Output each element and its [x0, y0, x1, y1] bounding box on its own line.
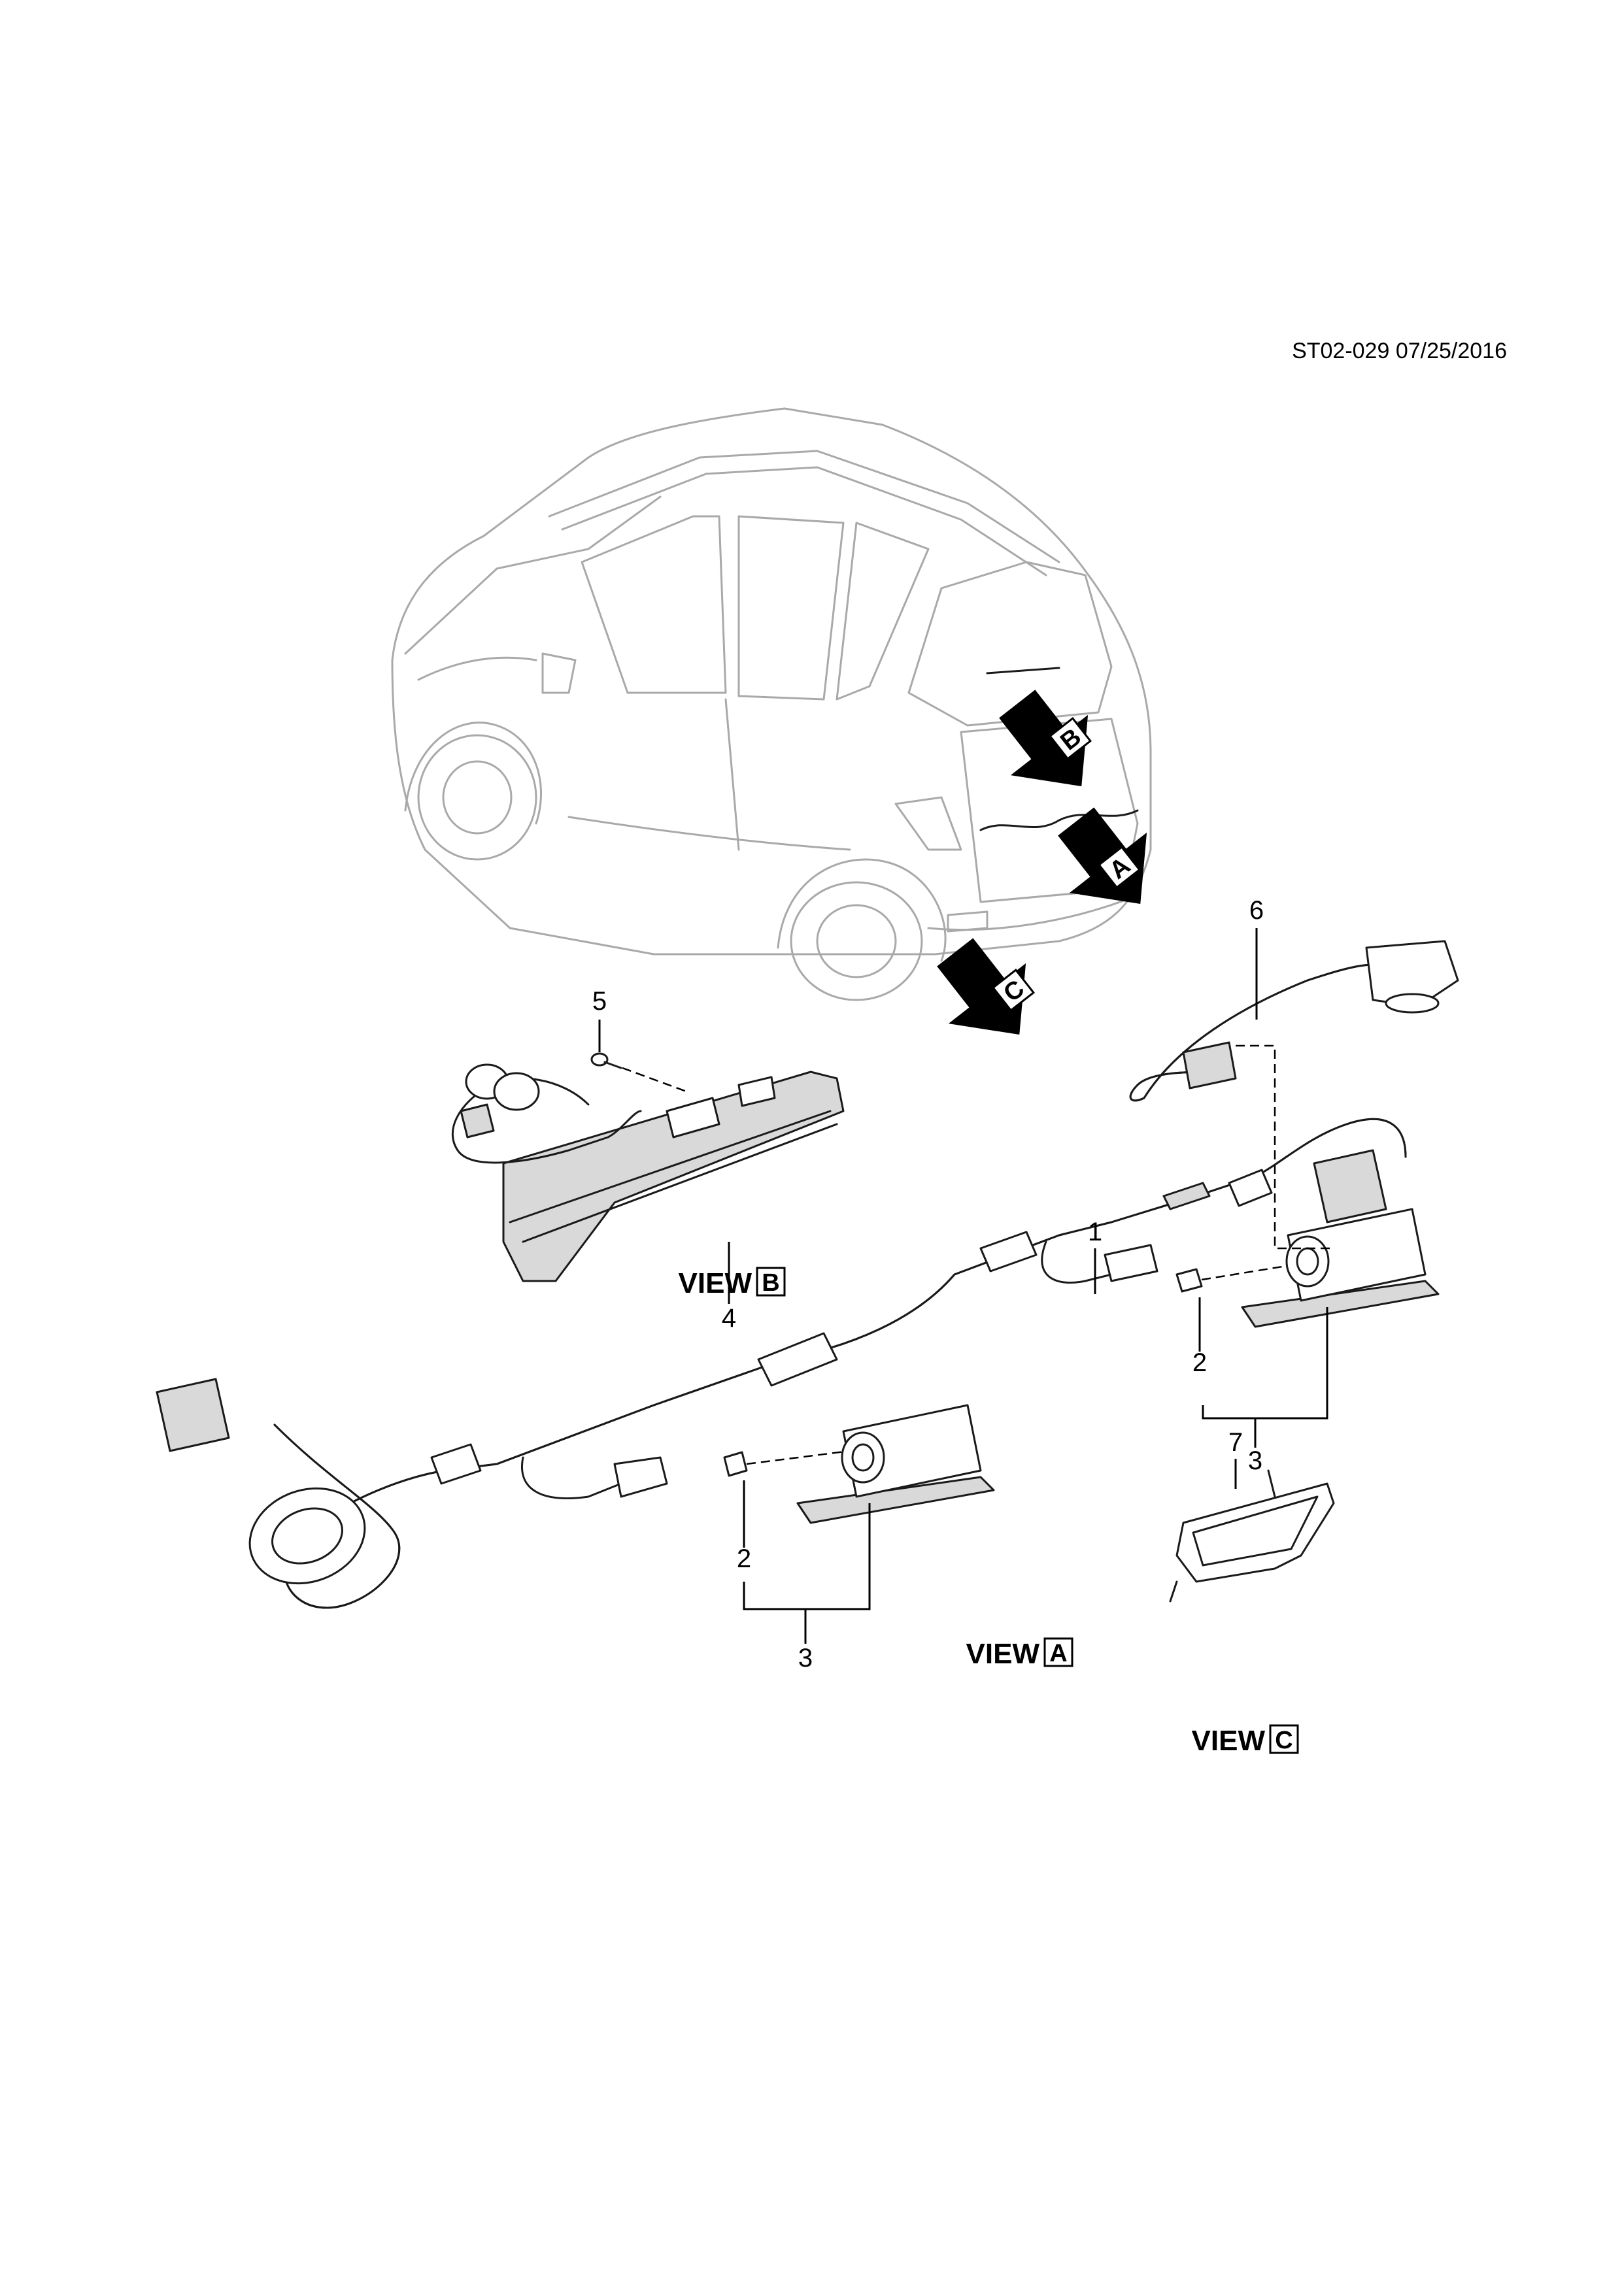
rear-reflector	[1169, 1469, 1335, 1603]
callout-1: 1	[1088, 1218, 1102, 1246]
callout-3-front: 3	[1248, 1446, 1262, 1475]
view-title-c: VIEW C	[1192, 1724, 1299, 1757]
view-title-c-word: VIEW	[1192, 1725, 1266, 1757]
leader-3-rear	[743, 1503, 871, 1644]
view-arrow-c: C	[937, 938, 1035, 1035]
view-arrow-b: B	[999, 690, 1092, 787]
view-title-b: VIEW B	[679, 1267, 786, 1299]
license-lamp-rear	[796, 1404, 995, 1524]
license-lamp-front	[1241, 1208, 1440, 1328]
callout-2-rear: 2	[737, 1544, 751, 1573]
vehicle-outline	[391, 407, 1152, 1001]
view-title-a: VIEW A	[966, 1637, 1073, 1670]
vehicle-harness-mark	[979, 809, 1139, 831]
vehicle-stop-lamp-mark	[986, 667, 1060, 674]
drawing-code: ST02-029 07/25/2016	[1292, 339, 1507, 363]
view-title-c-letter: C	[1275, 1727, 1293, 1754]
view-title-a-letter: A	[1049, 1640, 1067, 1667]
mounting-screw	[590, 1052, 687, 1093]
wiring-harness	[156, 1118, 1407, 1609]
callout-7: 7	[1228, 1428, 1243, 1457]
bulb-rear	[723, 1450, 851, 1477]
callout-2-front: 2	[1192, 1348, 1207, 1377]
callout-5: 5	[592, 987, 607, 1016]
view-title-b-word: VIEW	[679, 1267, 752, 1299]
callout-4: 4	[722, 1304, 736, 1333]
view-title-b-letter: B	[762, 1269, 779, 1297]
view-arrow-a: A	[1058, 807, 1147, 905]
callout-6: 6	[1249, 896, 1264, 925]
view-title-a-word: VIEW	[966, 1638, 1040, 1670]
stop-lamp-pigtail	[451, 1063, 642, 1164]
high-mount-stop-lamp	[502, 1071, 845, 1282]
camera-harness	[1129, 940, 1459, 1250]
bulb-front	[1175, 1263, 1295, 1293]
callout-3-rear: 3	[798, 1644, 813, 1672]
leader-3-front	[1202, 1307, 1328, 1448]
